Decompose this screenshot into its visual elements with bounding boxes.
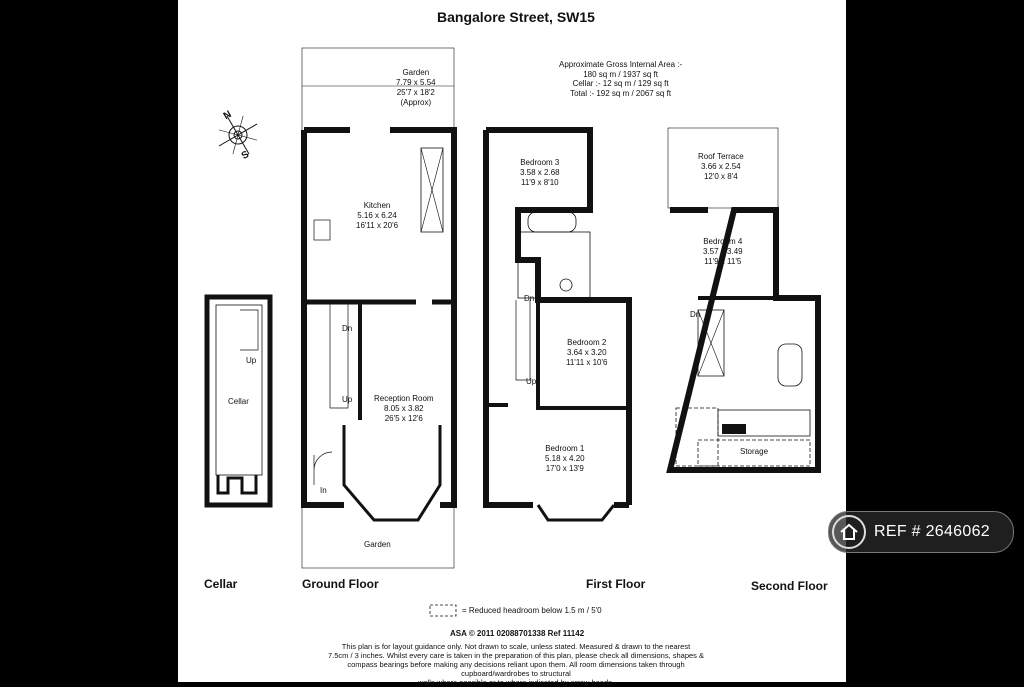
- room-metric: 5.16 x 6.24: [357, 211, 397, 220]
- compass-rose-icon: [218, 115, 258, 155]
- room-roof-terrace: Roof Terrace 3.66 x 2.54 12'0 x 8'4: [698, 152, 744, 182]
- room-metric: 3.58 x 2.68: [520, 168, 560, 177]
- room-note: (Approx): [400, 98, 432, 107]
- disclaimer-line: This plan is for layout guidance only. N…: [341, 642, 691, 651]
- footer-disclaimer: This plan is for layout guidance only. N…: [326, 642, 706, 687]
- legend-text: = Reduced headroom below 1.5 m / 5'0: [462, 606, 602, 615]
- room-metric: 3.57 x 3.49: [703, 247, 743, 256]
- room-name: Bedroom 1: [545, 444, 585, 453]
- area-summary: Approximate Gross Internal Area :- 180 s…: [559, 60, 682, 98]
- room-name: Garden: [402, 68, 430, 77]
- first-floor-plan: [483, 127, 632, 522]
- floor-plan-sheet: Bangalore Street, SW15 Approximate Gross…: [178, 0, 846, 687]
- room-garden-front: Garden: [364, 540, 391, 549]
- listing-ref-badge: REF # 2646062: [828, 511, 1014, 553]
- stair-dn-ground: Dn: [342, 324, 353, 333]
- room-imperial: 11'9 x 8'10: [520, 178, 559, 187]
- footer-ref: ASA © 2011 02088701338 Ref 11142: [450, 629, 585, 638]
- room-imperial: 16'11 x 20'6: [356, 221, 399, 230]
- room-imperial: 12'0 x 8'4: [703, 172, 738, 181]
- floor-label-cellar: Cellar: [204, 577, 238, 591]
- room-name: Roof Terrace: [698, 152, 744, 161]
- floor-label-ground: Ground Floor: [302, 577, 379, 591]
- entrance-in-label: In: [320, 486, 327, 495]
- area-heading: Approximate Gross Internal Area :-: [559, 60, 683, 69]
- second-floor-plan: [666, 127, 821, 473]
- room-garden-rear: Garden 7.79 x 5.54 25'7 x 18'2 (Approx): [396, 68, 436, 108]
- stair-dn-second: Dn: [690, 310, 701, 319]
- floor-label-second: Second Floor: [751, 579, 828, 593]
- room-storage: Storage: [740, 447, 769, 456]
- room-metric: 5.18 x 4.20: [545, 454, 585, 463]
- disclaimer-line: compass bearings before making any decis…: [347, 660, 685, 678]
- plan-title: Bangalore Street, SW15: [437, 9, 595, 25]
- area-total: Total :- 192 sq m / 2067 sq ft: [570, 88, 672, 98]
- disclaimer-line: walls where possible or to where indicat…: [418, 678, 614, 687]
- area-cellar: Cellar :- 12 sq m / 129 sq ft: [572, 79, 669, 88]
- stair-up-ground: Up: [342, 395, 353, 404]
- room-bedroom-1: Bedroom 1 5.18 x 4.20 17'0 x 13'9: [545, 444, 585, 474]
- room-bedroom-4: Bedroom 4 3.57 x 3.49 11'9 x 11'5: [703, 237, 743, 267]
- stair-dn-first: Dn: [524, 294, 535, 303]
- room-name: Bedroom 2: [567, 338, 607, 347]
- room-name: Bedroom 4: [703, 237, 743, 246]
- room-metric: 3.66 x 2.54: [701, 162, 741, 171]
- area-main: 180 sq m / 1937 sq ft: [583, 69, 658, 79]
- room-imperial: 11'9 x 11'5: [704, 257, 742, 266]
- room-imperial: 11'11 x 10'6: [566, 358, 608, 367]
- room-kitchen: Kitchen 5.16 x 6.24 16'11 x 20'6: [356, 201, 398, 231]
- stair-up-first: Up: [526, 377, 537, 386]
- room-cellar: Cellar: [228, 397, 249, 406]
- room-bedroom-2: Bedroom 2 3.64 x 3.20 11'11 x 10'6: [566, 338, 607, 368]
- room-imperial: 25'7 x 18'2: [396, 88, 435, 97]
- room-reception: Reception Room 8.05 x 3.82 26'5 x 12'6: [374, 394, 434, 424]
- room-metric: 7.79 x 5.54: [396, 78, 436, 87]
- room-name: Kitchen: [363, 201, 391, 210]
- legend-swatch: [429, 604, 457, 617]
- room-metric: 8.05 x 3.82: [384, 404, 424, 413]
- room-imperial: 26'5 x 12'6: [384, 414, 423, 423]
- floor-plan-drawing: [204, 47, 821, 617]
- cellar-plan: [204, 294, 273, 508]
- stair-up-cellar: Up: [246, 356, 257, 365]
- room-bedroom-3: Bedroom 3 3.58 x 2.68 11'9 x 8'10: [520, 158, 560, 188]
- listing-ref-text: REF # 2646062: [874, 523, 990, 540]
- disclaimer-line: 7.5cm / 3 inches. Whilst every care is t…: [327, 651, 705, 660]
- room-name: Bedroom 3: [520, 158, 560, 167]
- room-imperial: 17'0 x 13'9: [545, 464, 584, 473]
- floor-label-first: First Floor: [586, 577, 646, 591]
- room-metric: 3.64 x 3.20: [566, 348, 607, 357]
- house-icon: [832, 515, 866, 549]
- room-name: Reception Room: [374, 394, 434, 403]
- ground-floor-plan: [301, 47, 457, 569]
